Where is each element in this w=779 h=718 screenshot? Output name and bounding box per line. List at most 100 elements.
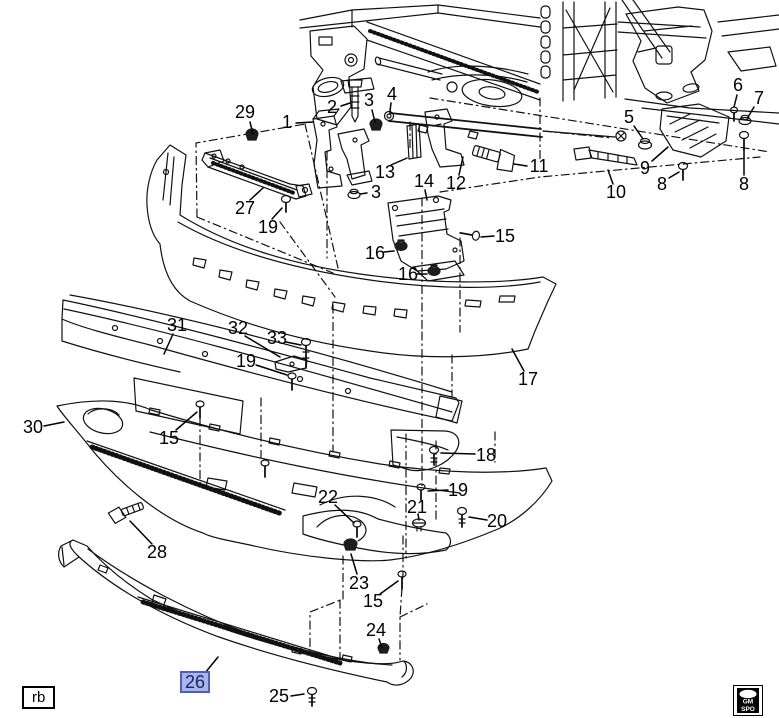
part-11-bolt [471, 145, 516, 173]
part-callout-14[interactable]: 14 [413, 171, 435, 191]
nut-3 [347, 188, 361, 200]
part-callout-15[interactable]: 15 [158, 428, 180, 448]
bolt-2 [347, 79, 363, 123]
part-callout-8[interactable]: 8 [656, 174, 668, 194]
part-callout-9[interactable]: 9 [639, 158, 651, 178]
part-callout-3[interactable]: 3 [370, 182, 382, 202]
part-callout-19[interactable]: 19 [447, 480, 469, 500]
part-callout-21[interactable]: 21 [406, 497, 428, 517]
part-9-splash-shield [659, 103, 730, 158]
part-callout-24[interactable]: 24 [365, 620, 387, 640]
leader-line-16 [383, 250, 395, 253]
leader-line-28 [129, 520, 153, 545]
part-callout-1[interactable]: 1 [281, 112, 293, 132]
leader-line-14 [424, 189, 428, 201]
gm-spo-badge: GM SPO [733, 685, 763, 716]
leader-line-33 [285, 341, 302, 346]
leader-line-15 [379, 580, 399, 595]
part-callout-17[interactable]: 17 [517, 369, 539, 389]
leader-line-5 [633, 125, 644, 140]
leader-line-10 [607, 169, 614, 185]
part-callout-15[interactable]: 15 [362, 591, 384, 611]
leader-line-32 [244, 335, 281, 358]
leader-line-7 [747, 106, 755, 118]
part-callout-23[interactable]: 23 [348, 573, 370, 593]
part-callout-6[interactable]: 6 [732, 75, 744, 95]
part-callout-19[interactable]: 19 [257, 217, 279, 237]
leader-line-26 [204, 656, 219, 674]
part-callout-25[interactable]: 25 [268, 686, 290, 706]
nut-7 [738, 114, 752, 126]
leader-line-21 [417, 513, 420, 521]
leader-line-13 [390, 157, 408, 166]
leader-line-3 [371, 109, 376, 123]
leader-line-1 [295, 121, 314, 124]
leader-line-24 [378, 638, 383, 649]
part-callout-4[interactable]: 4 [386, 84, 398, 104]
part-callout-20[interactable]: 20 [486, 511, 508, 531]
leader-line-19 [255, 364, 288, 376]
leader-line-17 [511, 348, 525, 372]
part-31-impact-bar [61, 294, 463, 435]
part-callout-19[interactable]: 19 [235, 351, 257, 371]
part-callout-18[interactable]: 18 [475, 445, 497, 465]
part-30-lower-fascia [56, 400, 553, 562]
leader-line-6 [733, 94, 738, 108]
part-callout-31[interactable]: 31 [166, 315, 188, 335]
part-callout-8[interactable]: 8 [738, 174, 750, 194]
leader-line-22 [334, 504, 355, 524]
leader-line-8 [668, 171, 680, 179]
part-callout-33[interactable]: 33 [266, 328, 288, 348]
part-callout-2[interactable]: 2 [326, 97, 338, 117]
part-callout-7[interactable]: 7 [753, 88, 765, 108]
leader-line-18 [440, 452, 476, 455]
part-callout-5[interactable]: 5 [623, 107, 635, 127]
part-callout-26-selected[interactable]: 26 [179, 671, 211, 693]
leader-line-30 [43, 421, 65, 427]
part-callout-16[interactable]: 16 [397, 264, 419, 284]
leader-line-20 [468, 516, 488, 521]
bolt-28 [107, 502, 144, 524]
part-callout-29[interactable]: 29 [234, 102, 256, 122]
leader-line-27 [249, 187, 264, 201]
chassis-frame-assembly [299, 0, 779, 140]
part-callout-30[interactable]: 30 [22, 417, 44, 437]
part-callout-11[interactable]: 11 [529, 156, 549, 176]
part-18-end-cap [390, 429, 460, 472]
leader-line-29 [249, 121, 254, 135]
part-callout-27[interactable]: 27 [234, 198, 256, 218]
revision-stamp: rb [22, 686, 56, 709]
gm-spo-badge-line2: SPO [741, 706, 755, 713]
part-callout-13[interactable]: 13 [374, 162, 396, 182]
part-callout-16[interactable]: 16 [364, 243, 386, 263]
leader-line-9 [651, 146, 669, 162]
leader-line-3 [359, 192, 368, 195]
part-27-upper-tie-bar [201, 149, 313, 200]
leader-line-4 [389, 102, 392, 112]
revision-stamp-label: rb [32, 689, 46, 706]
bracket-14 [387, 195, 465, 282]
part-callout-22[interactable]: 22 [317, 487, 339, 507]
leader-line-15 [175, 411, 198, 431]
nut-5 [637, 137, 653, 150]
part-26-air-deflector [58, 539, 414, 686]
leader-line-19 [271, 207, 283, 220]
part-callout-28[interactable]: 28 [146, 542, 168, 562]
leader-line-31 [163, 333, 174, 355]
part-17-fascia-upper-pad [146, 144, 557, 358]
part-callout-12[interactable]: 12 [445, 173, 467, 193]
part-callout-10[interactable]: 10 [605, 182, 627, 202]
tow-hook [311, 76, 375, 98]
leader-line-2 [340, 102, 351, 107]
part-callout-3[interactable]: 3 [363, 90, 375, 110]
part-callout-15[interactable]: 15 [494, 226, 516, 246]
bracket-12 [424, 108, 465, 168]
leader-line-12 [458, 156, 464, 176]
leader-line-25 [290, 693, 305, 697]
bracket-13 [406, 123, 422, 160]
part-callout-32[interactable]: 32 [227, 318, 249, 338]
leader-line-11 [513, 163, 528, 167]
